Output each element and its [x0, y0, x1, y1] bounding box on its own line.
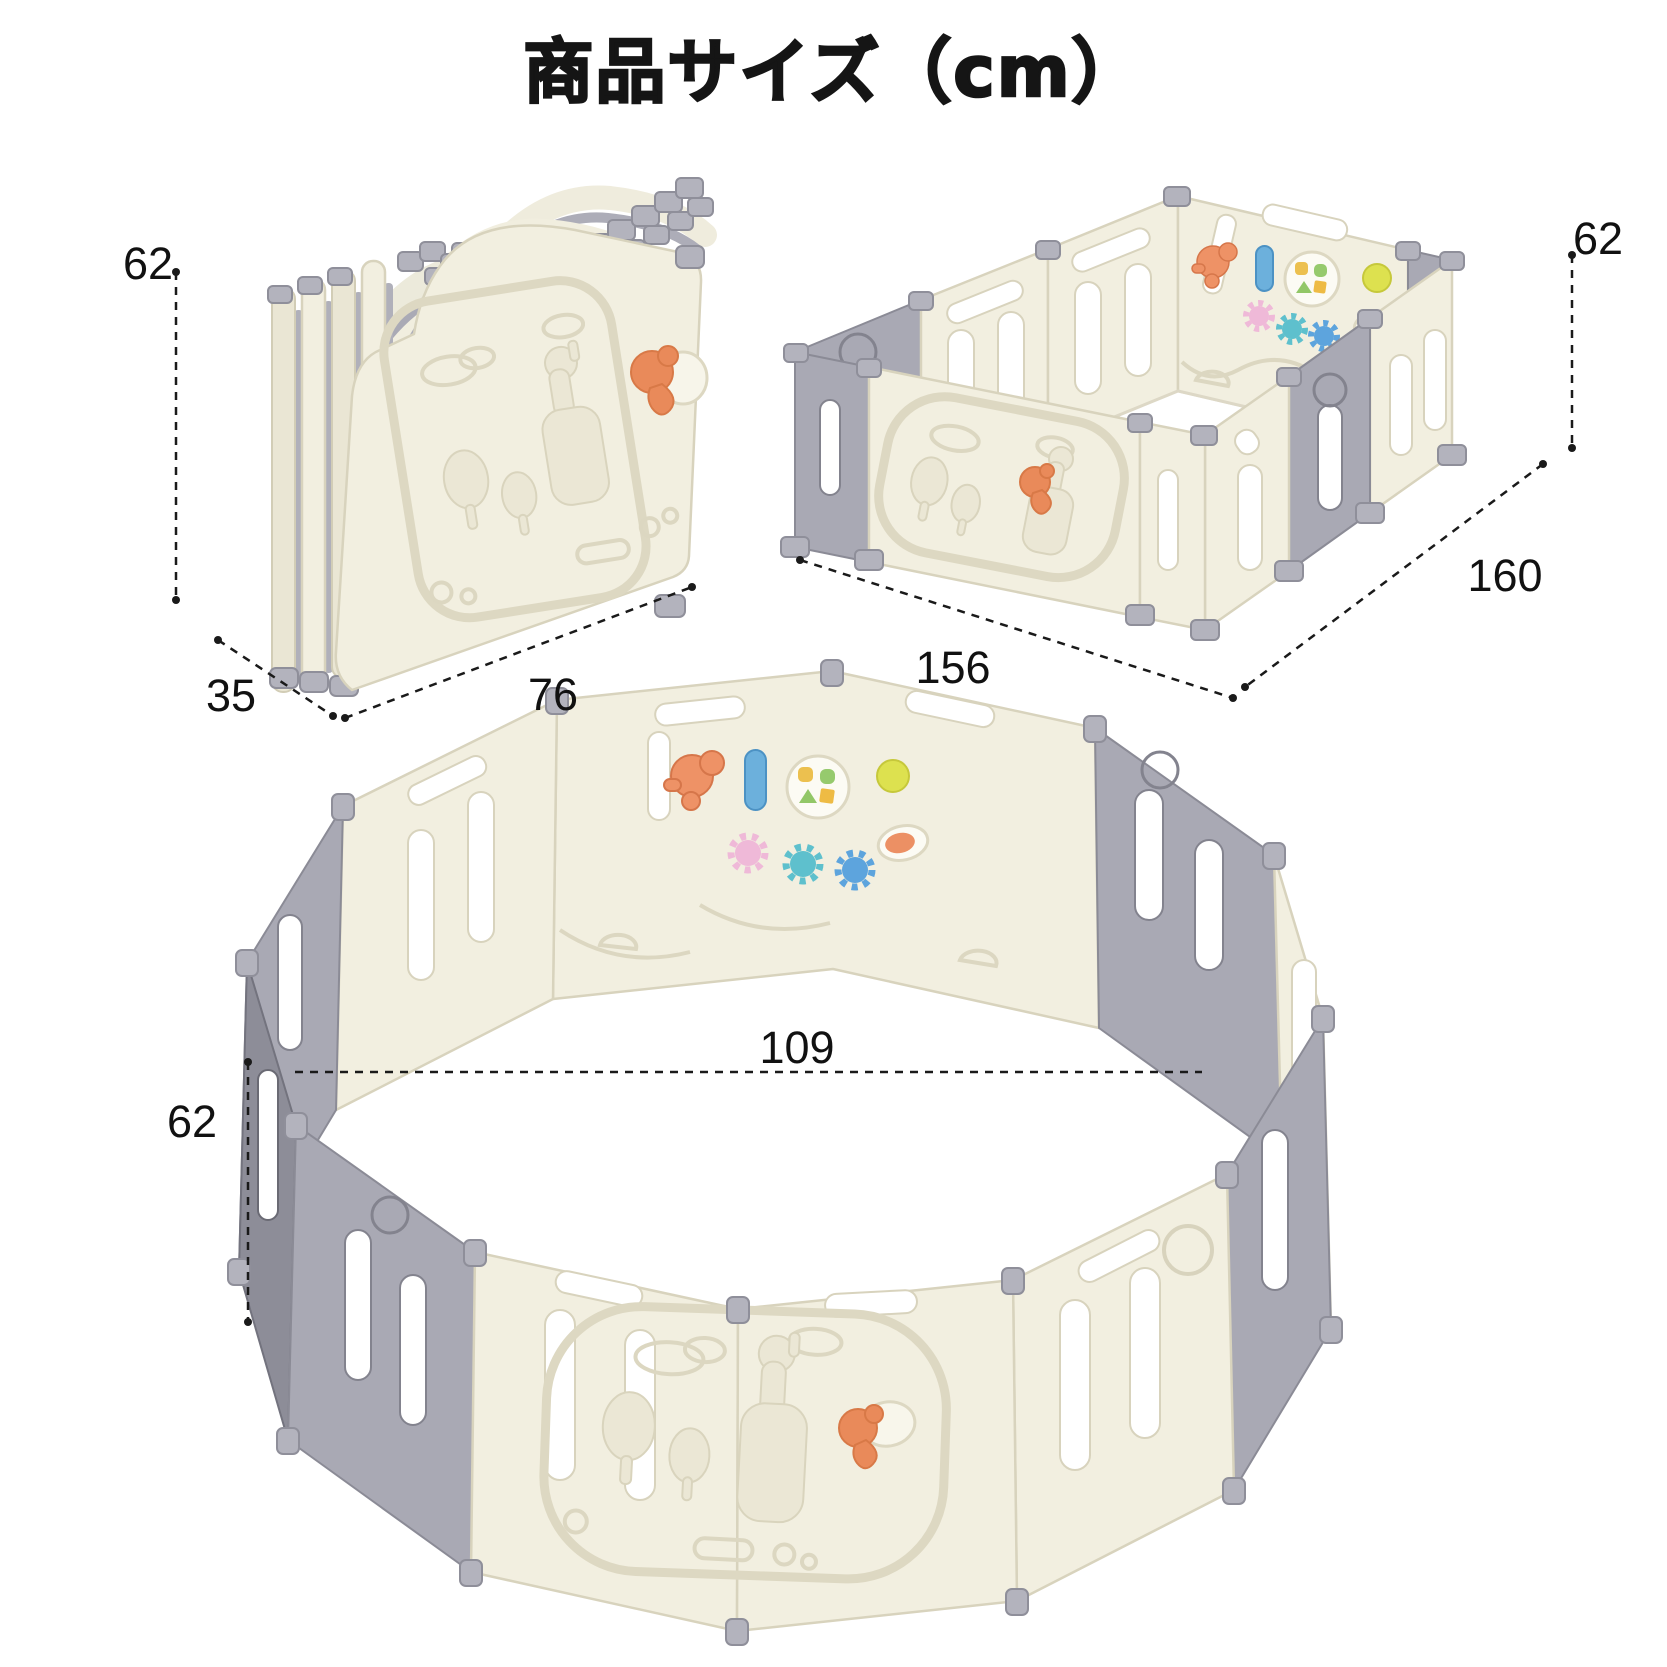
toy-gears: [727, 832, 876, 891]
fish-lock-icon: [838, 1400, 917, 1470]
dim-label-circle-height: 62: [166, 1096, 218, 1147]
dim-label-folded-height: 62: [122, 238, 174, 289]
fish-lock-icon: [630, 345, 709, 416]
toy-spinner-yellow: [1362, 263, 1392, 293]
dim-label-circle-diameter: 109: [759, 1022, 835, 1073]
door-embossed-scene: [539, 1302, 951, 1584]
toy-shape-buttons: [785, 754, 851, 820]
circle-connector-caps: [227, 659, 1343, 1646]
fish-lock-icon: [1019, 463, 1055, 515]
toy-ball-orange: [876, 824, 930, 862]
folded-playpen-illustration: [267, 177, 717, 697]
circular-playpen-illustration: [227, 659, 1343, 1646]
dim-label-folded-width: 76: [527, 669, 579, 720]
toy-elephant-icon: [1191, 242, 1238, 289]
dim-label-folded-depth: 35: [205, 670, 257, 721]
folded-panel-embossed-scene: [379, 276, 680, 623]
toy-shape-buttons: [1283, 250, 1341, 308]
dim-label-rect-depth: 160: [1467, 550, 1543, 601]
folded-front-panel: [334, 224, 703, 692]
toy-spinner-yellow: [876, 759, 910, 793]
toy-slider-blue: [1255, 245, 1274, 292]
toy-panel: [551, 669, 1101, 1030]
toy-slider-blue: [744, 749, 767, 811]
toy-gears: [1243, 300, 1340, 352]
giraffe-emboss: [541, 339, 610, 506]
rect-connector-caps: [780, 186, 1467, 641]
rectangular-playpen-illustration: [780, 186, 1467, 641]
tree-emboss: [442, 449, 538, 536]
page-title: 商品サイズ（cm）: [522, 30, 1144, 115]
dimension-lines: [172, 251, 1576, 1326]
dim-label-rect-width: 156: [915, 642, 991, 693]
dim-label-rect-height: 62: [1572, 213, 1624, 264]
toy-elephant-icon: [663, 750, 725, 811]
